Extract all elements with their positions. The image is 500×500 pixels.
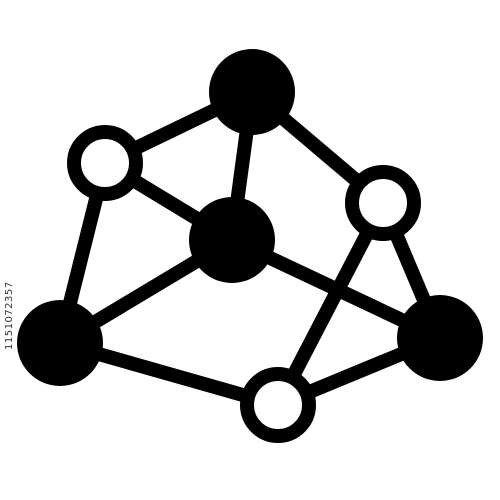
nodes-group — [17, 49, 483, 443]
stock-id-watermark: 1151072357 — [4, 281, 15, 350]
node-top-filled — [209, 49, 295, 135]
node-center-filled — [189, 197, 275, 283]
node-bottom-hollow — [240, 367, 316, 443]
node-lower-left-filled — [17, 300, 103, 386]
node-upper-left-hollow — [67, 125, 143, 201]
node-upper-right-hollow — [345, 165, 421, 241]
node-lower-right-filled — [397, 295, 483, 381]
